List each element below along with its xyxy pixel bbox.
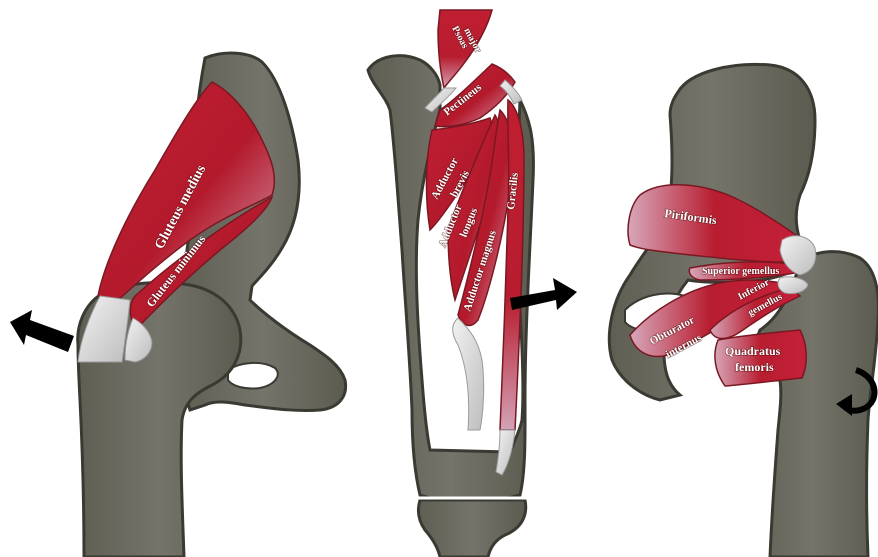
left-panel: Gluteus medius Gluteus minimus xyxy=(10,53,346,557)
quadratus-femoris-label-1: Quadratus xyxy=(725,344,781,358)
gluteus-medius-tendon xyxy=(78,296,130,362)
tibia-bone xyxy=(418,500,525,557)
quadratus-femoris-label-2: femoris xyxy=(735,360,774,374)
middle-panel: Psoas major Pectineus Adductor brevis Ad… xyxy=(368,10,577,557)
obturator-foramen xyxy=(228,363,278,389)
arrow-left-icon xyxy=(10,310,74,352)
superior-gemellus-label: Superior gemellus xyxy=(702,266,779,277)
quadratus-femoris-muscle xyxy=(715,330,806,386)
adductor-tendons xyxy=(453,318,484,430)
right-panel: Piriformis Superior gemellus Inferior ge… xyxy=(609,64,878,557)
